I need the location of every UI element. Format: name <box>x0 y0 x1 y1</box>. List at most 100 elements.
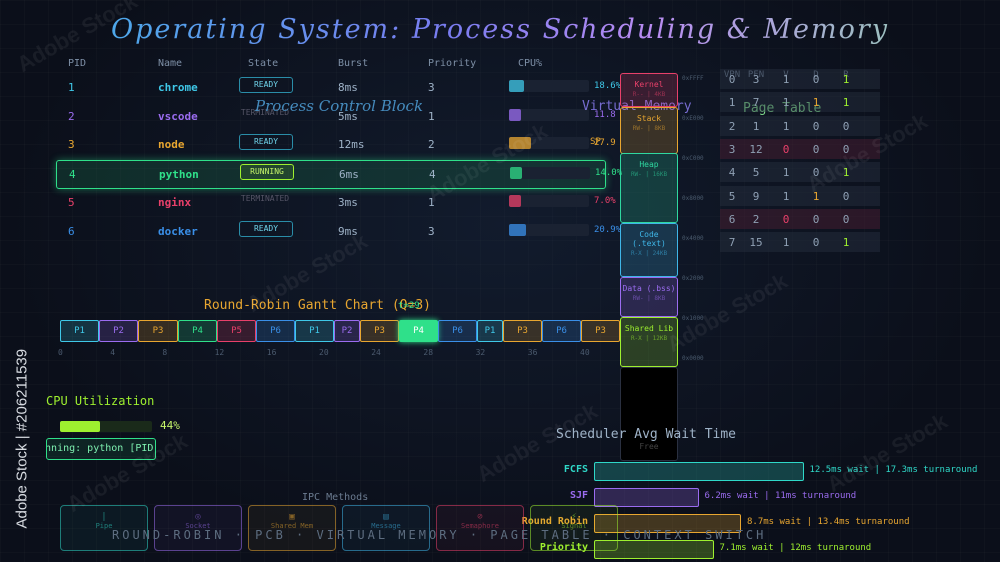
gantt-block[interactable]: P4 <box>178 320 217 342</box>
page-table-cell: 7 <box>728 236 736 250</box>
segment-name: Data (.bss) <box>622 284 676 293</box>
gantt-block[interactable]: P4 <box>399 320 438 342</box>
ipc-method-name: Signal <box>561 522 587 530</box>
page-table-cell: 2 <box>752 212 760 226</box>
priority-cell: 3 <box>428 224 435 238</box>
page-table-header: R <box>843 70 849 80</box>
gantt-block[interactable]: P2 <box>99 320 138 342</box>
scheduler-bar[interactable] <box>594 488 699 507</box>
cpu-value: 20.9% <box>594 224 622 235</box>
page-table-header: D <box>813 70 819 80</box>
scheduler-bar[interactable] <box>594 540 714 559</box>
name-cell: vscode <box>158 109 198 123</box>
scheduler-value: 6.2ms wait | 11ms turnaround <box>704 491 857 501</box>
cpu-bar-fill <box>509 223 526 236</box>
page-table-cell: 1 <box>842 236 850 250</box>
col-header-pid: PID <box>68 58 87 69</box>
gantt-block[interactable]: P6 <box>542 320 581 342</box>
gantt-block[interactable]: P6 <box>438 320 477 342</box>
gantt-tick: 8 <box>162 348 168 357</box>
gantt-block[interactable]: P3 <box>360 320 399 342</box>
priority-cell: 1 <box>428 109 435 123</box>
memory-segment[interactable]: Code (.text)R-X | 24KB <box>620 223 678 277</box>
cpu-bar <box>510 167 590 180</box>
ipc-method-card[interactable]: ⊘Semaphore <box>436 505 524 551</box>
scheduler-bar[interactable] <box>594 514 741 533</box>
cpu-value: 27.9 <box>594 138 616 149</box>
page-table-cell: 0 <box>842 142 850 156</box>
ipc-method-card[interactable]: ▤Message <box>342 505 430 551</box>
gantt-tick: 28 <box>423 348 434 357</box>
gantt-block[interactable]: P6 <box>256 320 295 342</box>
ipc-method-card[interactable]: ◎Socket <box>154 505 242 551</box>
page-table-cell: 3 <box>752 73 760 86</box>
segment-name: Heap <box>639 160 659 169</box>
scheduler-algo-label: SJF <box>569 490 588 501</box>
gantt-block[interactable]: P1 <box>295 320 334 342</box>
memory-address-label: 0x1000 <box>682 315 704 322</box>
segment-name: Shared Lib <box>624 324 674 333</box>
ipc-title: IPC Methods <box>302 492 369 503</box>
gantt-block[interactable]: P1 <box>477 320 503 342</box>
segment-perm: RW- | 8KB <box>632 125 666 132</box>
page-table-cell: 0 <box>842 212 850 226</box>
segment-name: Free <box>639 442 659 451</box>
page-table-cell: 1 <box>752 119 760 133</box>
segment-perm: RW- | 16KB <box>630 171 668 178</box>
gantt-block[interactable]: P3 <box>503 320 542 342</box>
running-process-label: Running: python [PID 4] <box>46 443 155 454</box>
gantt-block[interactable]: P3 <box>581 320 620 342</box>
ipc-method-card[interactable]: ⚡Signal <box>530 505 618 551</box>
col-header-state: State <box>248 58 279 69</box>
gantt-block[interactable]: P5 <box>217 320 256 342</box>
scheduler-title: Scheduler Avg Wait Time <box>556 427 737 442</box>
cpu-bar <box>509 108 589 121</box>
ipc-icon: | <box>101 512 107 522</box>
ipc-method-name: Message <box>371 522 401 530</box>
page-table-cell: 7 <box>752 96 760 110</box>
page-table-cell: 0 <box>812 73 820 86</box>
memory-address-label: 0x4000 <box>682 235 704 242</box>
page-table-cell: 2 <box>728 119 736 133</box>
scheduler-bar[interactable] <box>594 462 804 481</box>
footer-keywords: ROUND-ROBIN · PCB · VIRTUAL MEMORY · PAG… <box>112 528 767 542</box>
memory-segment[interactable]: Data (.bss)RW- | 8KB <box>620 277 678 317</box>
page-table-cell: 1 <box>782 189 790 203</box>
cpu-value: 7.0% <box>594 195 616 206</box>
ipc-method-card[interactable]: ▣Shared Mem <box>248 505 336 551</box>
page-table-cell: 4 <box>728 166 736 180</box>
pid-cell: 6 <box>68 224 75 238</box>
segment-name: Stack <box>636 114 662 123</box>
segment-name: Kernel <box>634 80 664 89</box>
ipc-method-name: Semaphore <box>461 522 499 530</box>
gantt-block[interactable]: P3 <box>138 320 178 342</box>
gantt-block[interactable]: P2 <box>334 320 360 342</box>
gantt-block[interactable]: P1 <box>60 320 99 342</box>
burst-cell: 3ms <box>338 195 358 209</box>
burst-cell: 6ms <box>339 168 359 182</box>
page-table-cell: 9 <box>752 189 760 203</box>
gantt-tick: 4 <box>110 348 116 357</box>
cpu-util-title: CPU Utilization <box>46 394 155 408</box>
page-table-cell: 3 <box>728 142 736 156</box>
memory-segment[interactable]: Free <box>620 367 678 461</box>
ipc-method-card[interactable]: |Pipe <box>60 505 148 551</box>
